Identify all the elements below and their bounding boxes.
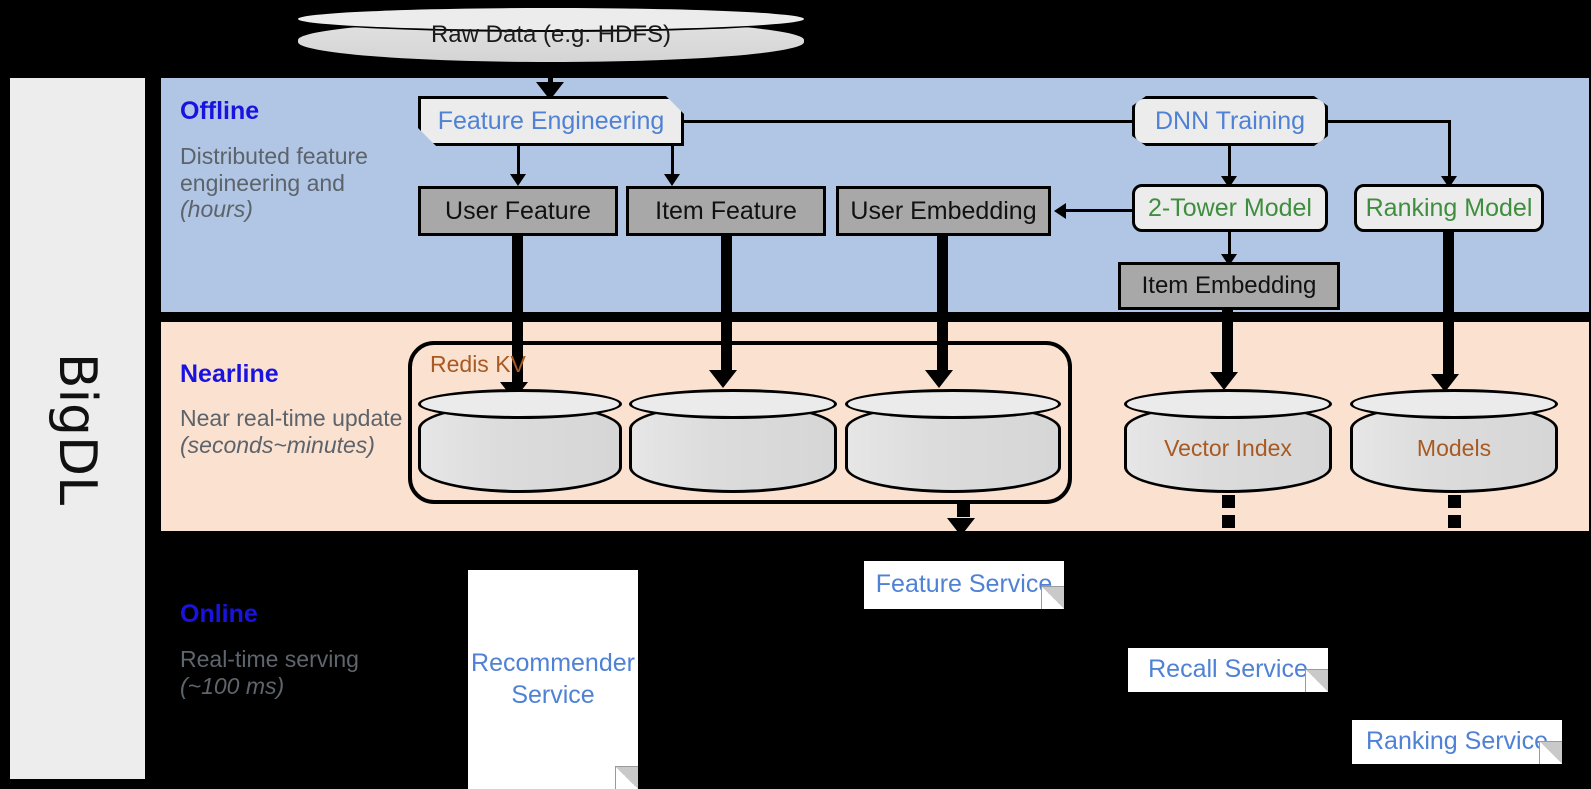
redis-kv-container: Redis KV	[408, 341, 1072, 504]
band-online-subtitle-em: (~100 ms)	[180, 672, 285, 699]
user-embedding-label: User Embedding	[850, 196, 1037, 225]
band-offline-subtitle-text: Distributed feature engineering and	[180, 143, 368, 196]
arrow-fe-userfeature	[510, 174, 526, 186]
user-feature-node[interactable]: User Feature	[418, 186, 618, 236]
vector-index-store[interactable]: Vector Index	[1124, 389, 1332, 493]
connector-fe-itemfeature	[671, 146, 674, 176]
redis-store-3[interactable]	[845, 389, 1061, 493]
connector-fe-dnn	[684, 120, 1137, 123]
band-offline-title: Offline	[180, 97, 260, 125]
feature-service-node[interactable]: Feature Service	[864, 561, 1064, 609]
band-online-subtitle-text: Real-time serving	[180, 646, 359, 672]
arrow-twotower-userembedding	[1054, 203, 1066, 219]
band-nearline-subtitle: Near real-time update (seconds~minutes)	[180, 405, 420, 458]
connector-dnn-twotower	[1228, 146, 1231, 178]
ranking-service-label: Ranking Service	[1365, 727, 1549, 756]
bigdl-framework-rail: BigDL	[8, 76, 147, 781]
two-tower-model-node[interactable]: 2-Tower Model	[1132, 184, 1328, 232]
arrow-redis-featureservice	[947, 518, 975, 536]
dash-featureservice-1	[957, 504, 970, 517]
band-nearline-title: Nearline	[180, 360, 279, 388]
dash-vectorindex-1	[1222, 495, 1235, 508]
band-offline-subtitle: Distributed feature engineering and (hou…	[180, 143, 380, 223]
redis-store-2[interactable]	[629, 389, 837, 493]
redis-store-1[interactable]	[418, 389, 622, 493]
item-embedding-label: Item Embedding	[1141, 272, 1317, 299]
pipe-userembedding-store	[937, 236, 948, 376]
dnn-training-label: DNN Training	[1154, 106, 1306, 135]
vector-index-label: Vector Index	[1164, 434, 1292, 461]
arrow-itememb-vectorindex	[1210, 372, 1238, 390]
raw-data-store: Raw Data (e.g. HDFS)	[296, 6, 806, 64]
redis-store-2-cap	[629, 389, 837, 419]
item-feature-label: Item Feature	[655, 196, 797, 225]
ranking-model-label: Ranking Model	[1365, 193, 1533, 222]
band-nearline-subtitle-text: Near real-time update	[180, 405, 403, 431]
redis-store-1-label	[418, 403, 622, 493]
dash-models-2	[1448, 515, 1461, 528]
connector-dnn-ranking-h	[1328, 120, 1450, 123]
user-feature-label: User Feature	[445, 196, 591, 225]
connector-fe-userfeature	[517, 146, 520, 176]
redis-store-1-cap	[418, 389, 622, 419]
recall-service-node[interactable]: Recall Service	[1128, 648, 1328, 692]
band-nearline-subtitle-em: (seconds~minutes)	[180, 431, 375, 458]
dash-models-1	[1448, 495, 1461, 508]
document-fold-icon	[1539, 741, 1562, 764]
item-feature-node[interactable]: Item Feature	[626, 186, 826, 236]
recommender-service-label: Recommender Service	[471, 649, 635, 709]
models-cap	[1350, 389, 1558, 419]
pipe-itememb-vectorindex	[1222, 310, 1233, 378]
feature-service-label: Feature Service	[875, 570, 1053, 599]
bigdl-label: BigDL	[47, 352, 108, 505]
document-fold-icon	[1305, 669, 1328, 692]
connector-dnn-ranking-v	[1448, 120, 1451, 178]
pipe-userfeature-store	[512, 236, 523, 388]
models-store[interactable]: Models	[1350, 389, 1558, 493]
recall-service-label: Recall Service	[1148, 655, 1308, 684]
ranking-model-node[interactable]: Ranking Model	[1354, 184, 1544, 232]
arrow-userembedding-store	[925, 370, 953, 388]
vector-index-cap	[1124, 389, 1332, 419]
connector-twotower-itememb	[1228, 232, 1231, 258]
raw-data-cylinder-top	[296, 6, 806, 32]
arrow-itemfeature-store	[709, 370, 737, 388]
connector-rawdata-fe	[548, 64, 553, 86]
redis-store-2-label	[629, 403, 837, 493]
models-label: Models	[1416, 434, 1492, 461]
connector-twotower-userembedding	[1066, 209, 1132, 212]
arrow-rawdata-fe	[536, 82, 564, 100]
document-fold-icon	[1041, 586, 1064, 609]
band-offline-subtitle-em: (hours)	[180, 196, 253, 223]
dnn-training-node[interactable]: DNN Training	[1132, 96, 1328, 146]
arrow-fe-itemfeature	[664, 174, 680, 186]
band-online-title: Online	[180, 600, 258, 628]
feature-engineering-node[interactable]: Feature Engineering	[418, 96, 684, 146]
arrow-ranking-models	[1431, 374, 1459, 392]
redis-store-3-label	[845, 403, 1061, 493]
user-embedding-node[interactable]: User Embedding	[836, 186, 1051, 236]
feature-engineering-label: Feature Engineering	[437, 106, 665, 135]
pipe-itemfeature-store	[721, 236, 732, 376]
band-online-subtitle: Real-time serving (~100 ms)	[180, 646, 380, 699]
item-embedding-node[interactable]: Item Embedding	[1118, 262, 1340, 310]
document-fold-icon	[615, 766, 638, 789]
raw-data-label: Raw Data (e.g. HDFS)	[430, 21, 672, 48]
redis-store-3-cap	[845, 389, 1061, 419]
ranking-service-node[interactable]: Ranking Service	[1352, 720, 1562, 764]
redis-kv-label: Redis KV	[430, 351, 526, 377]
pipe-ranking-models	[1443, 232, 1454, 380]
recommender-service-node[interactable]: Recommender Service	[468, 570, 638, 789]
two-tower-model-label: 2-Tower Model	[1148, 193, 1312, 222]
dash-vectorindex-2	[1222, 515, 1235, 528]
